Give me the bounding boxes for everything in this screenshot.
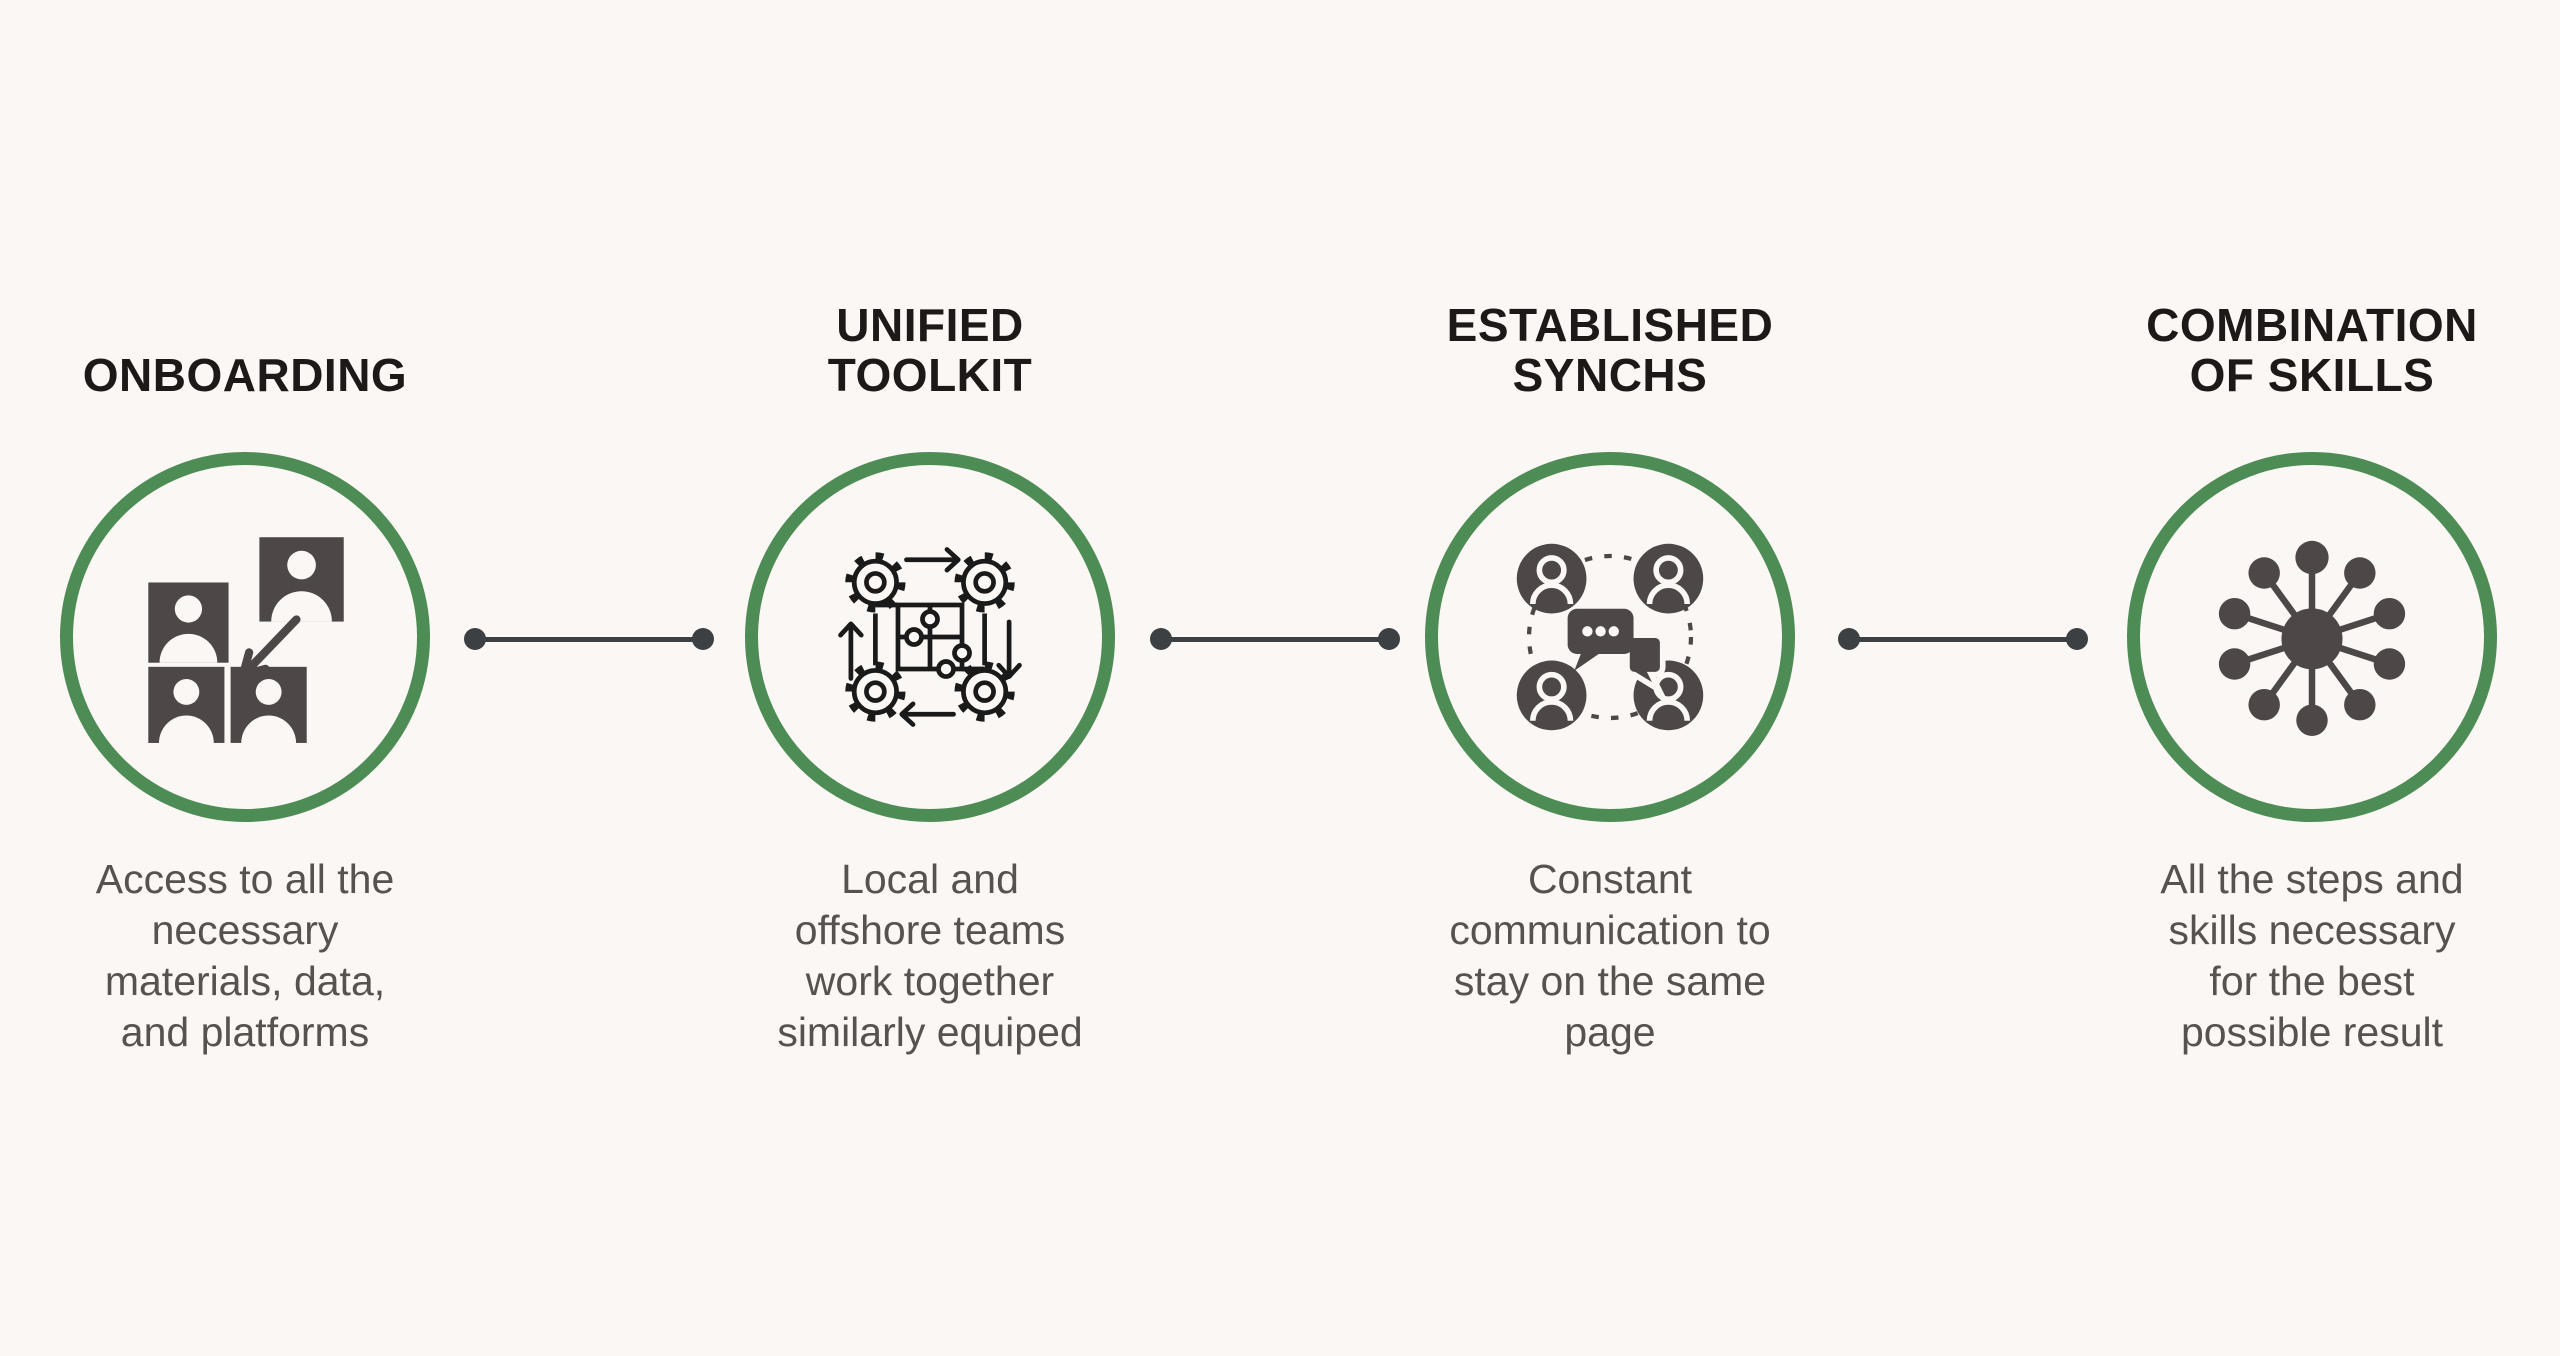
avatar-top-right	[1634, 544, 1704, 614]
team-onboarding-photos-icon	[148, 537, 344, 743]
connector-line	[473, 637, 705, 642]
connector-dot	[1378, 628, 1400, 650]
portrait-top-right	[259, 537, 344, 622]
step-description: Access to all the necessary materials, d…	[95, 856, 395, 1055]
team-chat-sync-icon	[1497, 524, 1723, 750]
connector-dot	[1838, 628, 1860, 650]
puzzle-square	[873, 602, 987, 679]
connector-dot	[692, 628, 714, 650]
connector-1	[464, 628, 714, 650]
join-arrow	[238, 615, 301, 680]
skills-network-hub-icon	[2218, 540, 2406, 736]
step-title: COMBINATION OF SKILLS	[2146, 299, 2478, 401]
step-circle	[60, 452, 430, 822]
gear-top-left-icon	[850, 557, 901, 608]
step-description: Local and offshore teams work together s…	[777, 856, 1083, 1055]
cycle-arrows	[838, 547, 1022, 727]
step-title: ESTABLISHED SYNCHS	[1446, 299, 1774, 401]
connector-line	[1847, 637, 2079, 642]
network-nodes	[2218, 540, 2406, 736]
step-title: ONBOARDING	[82, 349, 408, 401]
connector-line	[1159, 637, 1391, 642]
connector-2	[1150, 628, 1400, 650]
avatar-bottom-left	[1517, 661, 1587, 731]
step-onboarding: ONBOARDING Access	[15, 282, 475, 1058]
gear-top-right-icon	[959, 557, 1010, 608]
gear-bottom-right-icon	[959, 666, 1010, 717]
step-description: Constant communication to stay on the sa…	[1449, 856, 1771, 1055]
gears-puzzle-cycle-icon	[838, 547, 1022, 727]
connector-dot	[464, 628, 486, 650]
connector-dot	[2066, 628, 2088, 650]
step-established-synchs: ESTABLISHED SYNCHS	[1380, 282, 1840, 1058]
step-unified-toolkit: UNIFIED TOOLKIT	[700, 282, 1160, 1058]
portrait-left	[148, 582, 229, 663]
step-title: UNIFIED TOOLKIT	[827, 299, 1033, 401]
step-combination-of-skills: COMBINATION OF SKILLS	[2082, 282, 2542, 1058]
dashed-sync-circle	[1526, 553, 1694, 721]
step-description: All the steps and skills necessary for t…	[2160, 856, 2464, 1055]
step-circle	[1425, 452, 1795, 822]
connector-3	[1838, 628, 2088, 650]
gear-bottom-left-icon	[850, 666, 901, 717]
step-circle	[2127, 452, 2497, 822]
step-circle	[745, 452, 1115, 822]
chat-bubbles-icon	[1567, 608, 1666, 698]
connector-dot	[1150, 628, 1172, 650]
avatar-top-left	[1517, 544, 1587, 614]
portrait-bottom-left	[148, 666, 225, 743]
